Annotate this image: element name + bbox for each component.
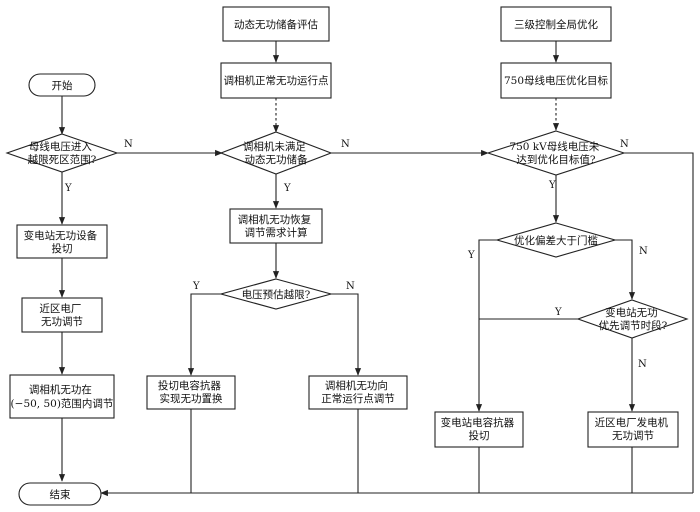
label-cap-switch-line-1: 投切电容抗器 xyxy=(158,379,221,392)
box-recover-calc xyxy=(229,208,323,244)
label-d2: 调相机未满足 动态无功储备 xyxy=(243,140,309,166)
label-target-line-1: 750母线电压优化目标 xyxy=(504,74,609,87)
edge-d5-sub-cap xyxy=(475,239,497,412)
end-terminator xyxy=(18,482,102,506)
edge-label-d4-y: Y xyxy=(548,180,556,191)
edges xyxy=(58,41,694,497)
label-d2-line-1: 调相机未满足 xyxy=(243,140,306,153)
label-sub-cap-line-1: 变电站电容抗器 xyxy=(441,416,515,429)
edge-label-d5-n: N xyxy=(639,246,648,257)
label-d1-line-1: 母线电压进入 xyxy=(29,140,92,153)
label-cap-switch: 投切电容抗器 实现无功置换 xyxy=(158,379,224,405)
label-d2-line-2: 动态无功储备 xyxy=(245,153,308,166)
edge-label-d6-y: Y xyxy=(554,307,562,318)
edge-label-d3-y: Y xyxy=(192,281,200,292)
box-normal-point xyxy=(220,62,332,99)
label-near-plant-line-2: 无功调节 xyxy=(41,316,83,328)
label-sub-switch: 变电站无功设备 投切 xyxy=(24,229,101,255)
label-sub-switch-line-1: 变电站无功设备 xyxy=(24,229,98,242)
box-plant-gen xyxy=(587,411,679,448)
label-d4: 750 kV母线电压未 达到优化目标值? xyxy=(509,140,602,166)
edge-label-d1-n: N xyxy=(124,139,133,150)
box-to-normal xyxy=(308,375,408,410)
label-d1: 母线电压进入 越限死区范围? xyxy=(28,140,97,166)
edge-labels: N Y N Y Y N N Y Y N Y N xyxy=(64,139,648,370)
label-d4-line-2: 达到优化目标值? xyxy=(516,153,595,166)
box-cond-range xyxy=(9,374,115,419)
decision-dyn-reserve xyxy=(219,131,333,175)
label-dyn-eval: 动态无功储备评估 xyxy=(234,18,318,31)
decision-voltage-deadband xyxy=(5,133,119,173)
label-target: 750母线电压优化目标 xyxy=(504,74,609,87)
edge-label-d1-y: Y xyxy=(64,183,72,194)
edge-label-d2-y: Y xyxy=(283,183,291,194)
decision-deviation-threshold xyxy=(495,222,617,258)
decision-voltage-predict xyxy=(218,278,334,310)
box-near-plant xyxy=(21,297,103,333)
box-global-opt xyxy=(500,6,612,42)
label-cond-range-line-1: 调相机无功在 xyxy=(29,383,92,396)
box-sub-cap xyxy=(434,411,524,448)
label-cap-switch-line-2: 实现无功置换 xyxy=(160,392,223,405)
label-near-plant-line-1: 近区电厂 xyxy=(39,302,81,315)
decision-sub-priority xyxy=(576,299,689,339)
label-sub-cap-line-2: 投切 xyxy=(469,429,490,442)
label-plant-gen-line-1: 近区电厂发电机 xyxy=(595,416,669,429)
edge-d3-to-normal xyxy=(331,293,362,376)
label-global-opt: 三级控制全局优化 xyxy=(514,18,598,31)
label-recover-calc: 调相机无功恢复 调节需求计算 xyxy=(238,213,315,239)
node-labels: 开始 结束 母线电压进入 越限死区范围? 变电站无功设备 投切 近区电厂 无功调… xyxy=(11,18,672,501)
edge-label-d2-n: N xyxy=(341,139,350,150)
label-global-opt-line-1: 三级控制全局优化 xyxy=(514,18,598,31)
label-d5-line-1: 优化偏差大于门槛 xyxy=(514,234,598,247)
label-sub-switch-line-2: 投切 xyxy=(52,242,73,255)
label-end-line-1: 结束 xyxy=(50,488,71,501)
label-end: 结束 xyxy=(50,488,71,501)
nodes xyxy=(5,6,689,506)
edge-label-d6-n: N xyxy=(638,359,647,370)
edge-d3-cap-switch xyxy=(187,293,221,376)
label-plant-gen: 近区电厂发电机 无功调节 xyxy=(595,416,672,442)
box-dyn-eval xyxy=(222,6,330,42)
edge-d4-end xyxy=(624,152,694,493)
label-start-line-1: 开始 xyxy=(52,79,73,92)
box-cap-switch xyxy=(146,375,236,410)
label-to-normal-line-2: 正常运行点调节 xyxy=(321,392,395,405)
start-terminator xyxy=(28,73,96,97)
label-dyn-eval-line-1: 动态无功储备评估 xyxy=(234,18,318,31)
label-d4-line-1: 750 kV母线电压未 xyxy=(509,140,599,153)
label-d1-line-2: 越限死区范围? xyxy=(28,153,97,166)
label-normal-point-line-1: 调相机正常无功运行点 xyxy=(224,74,329,87)
edge-d5-d6 xyxy=(615,239,636,300)
label-plant-gen-line-2: 无功调节 xyxy=(612,430,654,442)
label-d5: 优化偏差大于门槛 xyxy=(514,234,598,247)
label-d6-line-1: 变电站无功 xyxy=(605,306,658,319)
decision-750kv-target xyxy=(486,130,626,176)
label-to-normal-line-1: 调相机无功向 xyxy=(325,379,388,392)
label-to-normal: 调相机无功向 正常运行点调节 xyxy=(321,379,395,405)
edge-label-d4-n: N xyxy=(620,139,629,150)
label-cond-range-line-2: (−50, 50)范围内调节 xyxy=(11,397,114,410)
label-d6: 变电站无功 优先调节时段? xyxy=(599,306,668,332)
label-near-plant: 近区电厂 无功调节 xyxy=(39,302,84,328)
label-d3: 电压预估越限? xyxy=(242,288,311,301)
label-d6-line-2: 优先调节时段? xyxy=(599,319,668,332)
label-recover-calc-line-1: 调相机无功恢复 xyxy=(238,213,312,226)
label-d3-line-1: 电压预估越限? xyxy=(242,288,311,301)
edge-label-d5-y: Y xyxy=(467,250,475,261)
label-sub-cap: 变电站电容抗器 投切 xyxy=(441,416,518,442)
label-recover-calc-line-2: 调节需求计算 xyxy=(245,226,308,239)
box-sub-switch xyxy=(16,224,108,259)
label-cond-range: 调相机无功在 (−50, 50)范围内调节 xyxy=(11,383,114,410)
label-normal-point: 调相机正常无功运行点 xyxy=(224,74,329,87)
edge-label-d3-n: N xyxy=(346,281,355,292)
box-target xyxy=(500,62,612,99)
label-start: 开始 xyxy=(52,79,73,92)
